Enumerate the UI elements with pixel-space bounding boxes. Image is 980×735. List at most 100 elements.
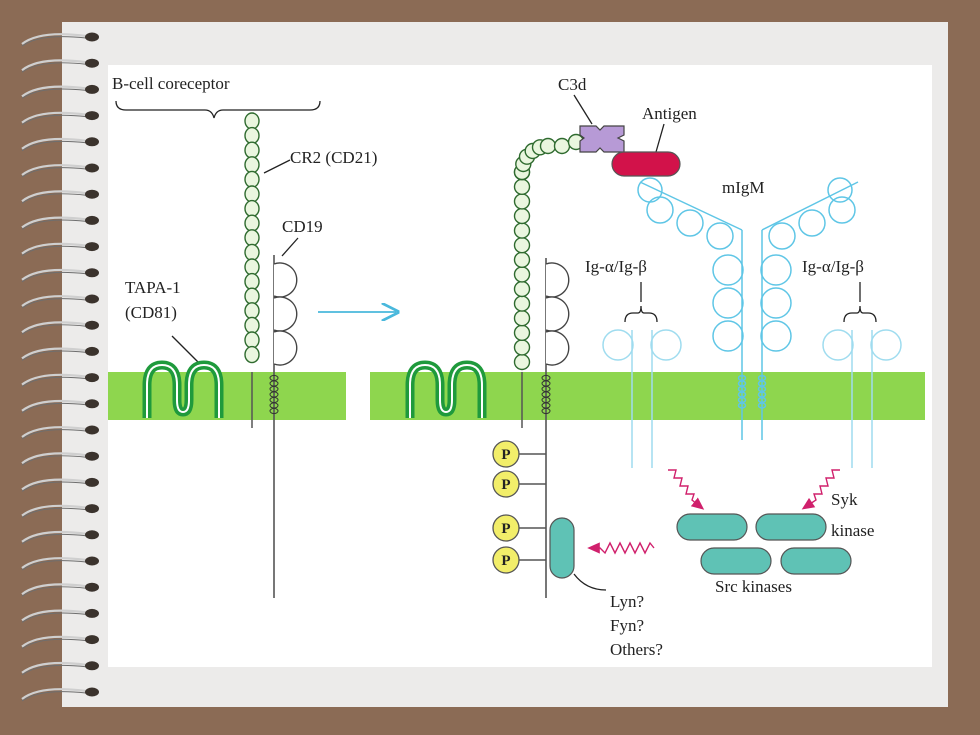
spiral-hole — [85, 163, 99, 173]
migm-receptor — [637, 177, 859, 440]
spiral-hole — [85, 425, 99, 435]
spiral-coil — [21, 504, 87, 517]
cd19-domain — [545, 296, 570, 332]
spiral-coil-shadow — [21, 140, 87, 152]
cr2-bead — [513, 353, 531, 371]
c3d-leader — [573, 94, 593, 125]
cr2-bead — [553, 137, 571, 155]
spiral-coil-shadow — [21, 429, 87, 440]
igm-domain-loop — [637, 177, 663, 203]
cr2-bead — [513, 310, 531, 327]
spiral-coil-shadow — [21, 298, 87, 309]
spiral-hole — [85, 320, 99, 330]
spiral-binding-icon — [21, 32, 99, 702]
spiral-hole — [85, 661, 99, 671]
src-kinase-right — [780, 547, 852, 575]
spiral-coil-shadow — [21, 36, 87, 47]
phosphate-circle — [492, 440, 520, 468]
cr2-bead — [513, 178, 531, 196]
igm-tm-helix — [757, 402, 767, 409]
antigen-shape — [611, 151, 681, 177]
cr2-bead — [244, 112, 260, 130]
spiral-coil — [21, 321, 87, 334]
cr2-bead — [244, 156, 260, 174]
spiral-coil — [21, 268, 87, 281]
igm-arm — [761, 181, 859, 231]
spiral-coil — [21, 399, 87, 412]
cd19-domain — [273, 330, 298, 366]
bcell-coreceptor-label: B-cell coreceptor — [112, 74, 230, 93]
spiral-coil — [21, 635, 87, 648]
spiral-hole — [85, 608, 99, 618]
igm-domain-loop — [798, 209, 826, 237]
igm-domain-loop — [827, 177, 853, 203]
igm-domain-loop — [646, 196, 674, 224]
bcell-coreceptor-bracket — [115, 100, 321, 119]
syk-label-line1: Syk — [831, 490, 858, 509]
syk-label-line2: kinase — [831, 521, 874, 540]
squiggle-arrow-syk-right — [801, 469, 840, 510]
spiral-coil-shadow — [21, 245, 87, 257]
fyn-label: Fyn? — [610, 616, 644, 635]
phosphate-label: P — [501, 553, 510, 569]
cr2-bead — [513, 266, 531, 283]
spiral-hole — [85, 346, 99, 356]
membrane-right — [370, 372, 925, 420]
cr2-bead — [513, 280, 531, 298]
ig-alpha-beta-right-label: Ig-α/Ig-β — [802, 257, 864, 276]
syk-kinase-right — [755, 513, 827, 541]
igm-arm — [639, 181, 743, 231]
spiral-coil — [21, 373, 87, 386]
cr2-chain-left — [244, 112, 260, 364]
phosphate-label: P — [501, 477, 510, 493]
cr2-bead — [244, 229, 260, 247]
spiral-coil — [21, 530, 87, 543]
spiral-hole — [85, 399, 99, 409]
cr2-bead — [539, 137, 557, 155]
spiral-hole — [85, 189, 99, 199]
lyn-kinase-shape — [549, 517, 575, 579]
spiral-coil — [21, 164, 87, 176]
cr2-bead — [244, 170, 260, 189]
cd19-label: CD19 — [282, 217, 323, 236]
spiral-coil-shadow — [21, 533, 87, 545]
spiral-hole — [85, 242, 99, 252]
spiral-hole — [85, 373, 99, 383]
spiral-hole — [85, 451, 99, 461]
cr2-bead — [513, 295, 531, 312]
spiral-coil-shadow — [21, 586, 87, 597]
spiral-coil-shadow — [21, 376, 87, 388]
tapa1-left-inner — [146, 363, 220, 418]
cr2-bead — [513, 193, 531, 210]
spiral-hole — [85, 687, 99, 697]
squiggle-arrow-syk-left — [668, 469, 705, 510]
lyn-label: Lyn? — [610, 592, 644, 611]
cd19-right — [541, 258, 570, 598]
cr2-bead — [244, 345, 260, 364]
spiral-hole — [85, 111, 99, 121]
src-kinases-label: Src kinases — [715, 577, 792, 596]
cr2-bead — [244, 302, 260, 320]
igm-domain-loop — [768, 222, 796, 250]
cr2-bead — [244, 258, 260, 276]
spiral-coil-shadow — [21, 455, 87, 466]
spiral-coil-shadow — [21, 114, 87, 126]
igm-domain-loop — [712, 320, 744, 352]
spiral-coil — [21, 295, 87, 307]
igm-domain-loop — [706, 222, 734, 250]
c3d-fragment — [579, 125, 625, 153]
cr2-label: CR2 (CD21) — [290, 148, 377, 167]
spiral-hole — [85, 635, 99, 645]
cr2-bead — [513, 324, 531, 341]
spiral-hole — [85, 58, 99, 68]
phosphate-label: P — [501, 447, 510, 463]
cr2-bead — [244, 272, 260, 291]
spiral-coil — [21, 111, 87, 124]
spiral-hole — [85, 582, 99, 592]
spiral-hole — [85, 477, 99, 487]
spiral-coil-shadow — [21, 638, 87, 650]
cr2-bead — [513, 222, 531, 239]
igm-domain-loop — [676, 209, 704, 237]
ig-ab-right-bracket — [843, 305, 877, 323]
